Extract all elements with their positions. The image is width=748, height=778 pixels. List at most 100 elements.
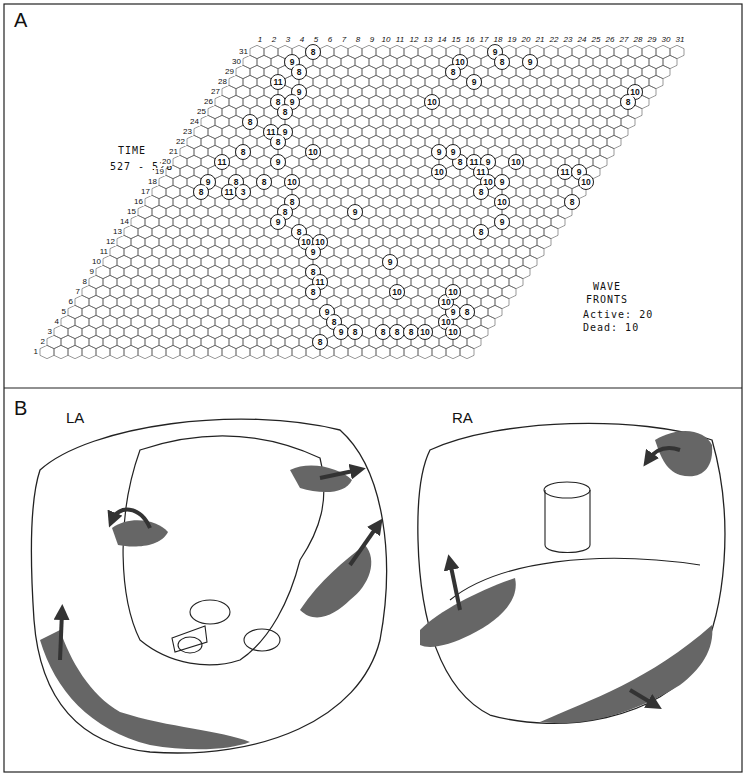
row-number: 14 bbox=[119, 218, 130, 226]
marked-cell bbox=[418, 325, 433, 340]
marked-cell bbox=[243, 115, 258, 130]
activation-number: 8 bbox=[331, 318, 338, 327]
marked-cell bbox=[348, 205, 363, 220]
activation-number: 9 bbox=[499, 178, 506, 187]
activation-number: 10 bbox=[510, 158, 521, 167]
activation-number: 8 bbox=[296, 228, 303, 237]
activation-number: 9 bbox=[471, 78, 478, 87]
marked-cell bbox=[271, 135, 286, 150]
activation-number: 8 bbox=[394, 328, 401, 337]
marked-cell bbox=[446, 325, 461, 340]
activation-number: 8 bbox=[478, 188, 485, 197]
column-number: 27 bbox=[619, 36, 630, 44]
activation-number: 8 bbox=[296, 68, 303, 77]
marked-cell bbox=[383, 255, 398, 270]
row-number: 7 bbox=[75, 288, 81, 296]
column-number: 12 bbox=[409, 36, 420, 44]
column-number: 17 bbox=[479, 36, 490, 44]
activation-number: 9 bbox=[485, 158, 492, 167]
activation-number: 9 bbox=[387, 258, 394, 267]
activation-number: 10 bbox=[629, 88, 640, 97]
marked-cell bbox=[271, 215, 286, 230]
activation-number: 9 bbox=[450, 148, 457, 157]
column-number: 26 bbox=[605, 36, 616, 44]
column-number: 11 bbox=[395, 36, 405, 44]
activation-number: 10 bbox=[426, 98, 437, 107]
column-number: 14 bbox=[437, 36, 448, 44]
left-atrium-outline bbox=[32, 419, 387, 753]
marked-cell bbox=[313, 335, 328, 350]
wavefront bbox=[655, 431, 712, 476]
activation-number: 8 bbox=[380, 328, 387, 337]
activation-number: 10 bbox=[482, 178, 493, 187]
column-number: 13 bbox=[423, 36, 434, 44]
activation-number: 10 bbox=[496, 198, 507, 207]
atrium-label: RA bbox=[452, 410, 473, 425]
marked-cell bbox=[495, 195, 510, 210]
row-number: 20 bbox=[161, 158, 172, 166]
row-number: 31 bbox=[238, 48, 249, 56]
pulmonary-vein bbox=[190, 600, 230, 624]
row-number: 26 bbox=[203, 98, 214, 106]
row-number: 21 bbox=[168, 148, 179, 156]
wave-arrow bbox=[112, 510, 150, 528]
wave-arrow bbox=[630, 690, 655, 705]
activation-number: 10 bbox=[391, 288, 402, 297]
activation-number: 8 bbox=[310, 268, 317, 277]
pulmonary-vein bbox=[172, 626, 207, 652]
activation-number: 8 bbox=[317, 338, 324, 347]
activation-number: 9 bbox=[310, 248, 317, 257]
activation-number: 11 bbox=[560, 168, 571, 177]
marked-cell bbox=[222, 185, 237, 200]
activation-number: 8 bbox=[478, 228, 485, 237]
activation-number: 8 bbox=[240, 148, 247, 157]
row-number: 6 bbox=[68, 298, 74, 306]
wave-arrow bbox=[350, 525, 378, 565]
marked-cell bbox=[432, 165, 447, 180]
activation-number: 9 bbox=[436, 148, 443, 157]
column-number: 1 bbox=[257, 36, 263, 44]
activation-number: 9 bbox=[289, 58, 296, 67]
activation-number: 8 bbox=[352, 328, 359, 337]
activation-number: 8 bbox=[408, 328, 415, 337]
row-number: 15 bbox=[126, 208, 137, 216]
marked-cell bbox=[271, 155, 286, 170]
activation-number: 8 bbox=[569, 198, 576, 207]
activation-number: 9 bbox=[282, 128, 289, 137]
column-number: 30 bbox=[661, 36, 672, 44]
activation-number: 9 bbox=[338, 328, 345, 337]
activation-number: 10 bbox=[580, 178, 591, 187]
activation-number: 8 bbox=[261, 178, 268, 187]
row-number: 12 bbox=[105, 238, 116, 246]
wavefront-count: Active: 20 bbox=[583, 310, 653, 320]
wavefront bbox=[420, 578, 516, 647]
marked-cell bbox=[558, 165, 573, 180]
row-number: 29 bbox=[224, 68, 235, 76]
column-number: 8 bbox=[355, 36, 361, 44]
wavefront-heading: WAVE FRONTS bbox=[578, 280, 636, 306]
marked-cell bbox=[467, 75, 482, 90]
column-number: 21 bbox=[535, 36, 546, 44]
marked-cell bbox=[306, 285, 321, 300]
column-number: 15 bbox=[451, 36, 462, 44]
pulmonary-vein bbox=[178, 637, 202, 653]
marked-cell bbox=[271, 75, 286, 90]
marked-cell bbox=[621, 95, 636, 110]
row-number: 28 bbox=[217, 78, 228, 86]
row-number: 22 bbox=[175, 138, 186, 146]
activation-number: 10 bbox=[433, 168, 444, 177]
activation-number: 11 bbox=[273, 78, 284, 87]
panel-divider bbox=[4, 387, 742, 388]
column-number: 9 bbox=[369, 36, 375, 44]
pulmonary-vein bbox=[244, 629, 280, 651]
column-number: 22 bbox=[549, 36, 560, 44]
activation-number: 8 bbox=[233, 178, 240, 187]
right-atrium-outline bbox=[418, 423, 725, 723]
row-number: 18 bbox=[147, 178, 158, 186]
wavefront bbox=[300, 545, 371, 617]
activation-number: 11 bbox=[469, 158, 480, 167]
wavefront bbox=[112, 520, 168, 546]
activation-number: 10 bbox=[447, 328, 458, 337]
activation-number: 9 bbox=[450, 308, 457, 317]
activation-number: 9 bbox=[527, 58, 534, 67]
